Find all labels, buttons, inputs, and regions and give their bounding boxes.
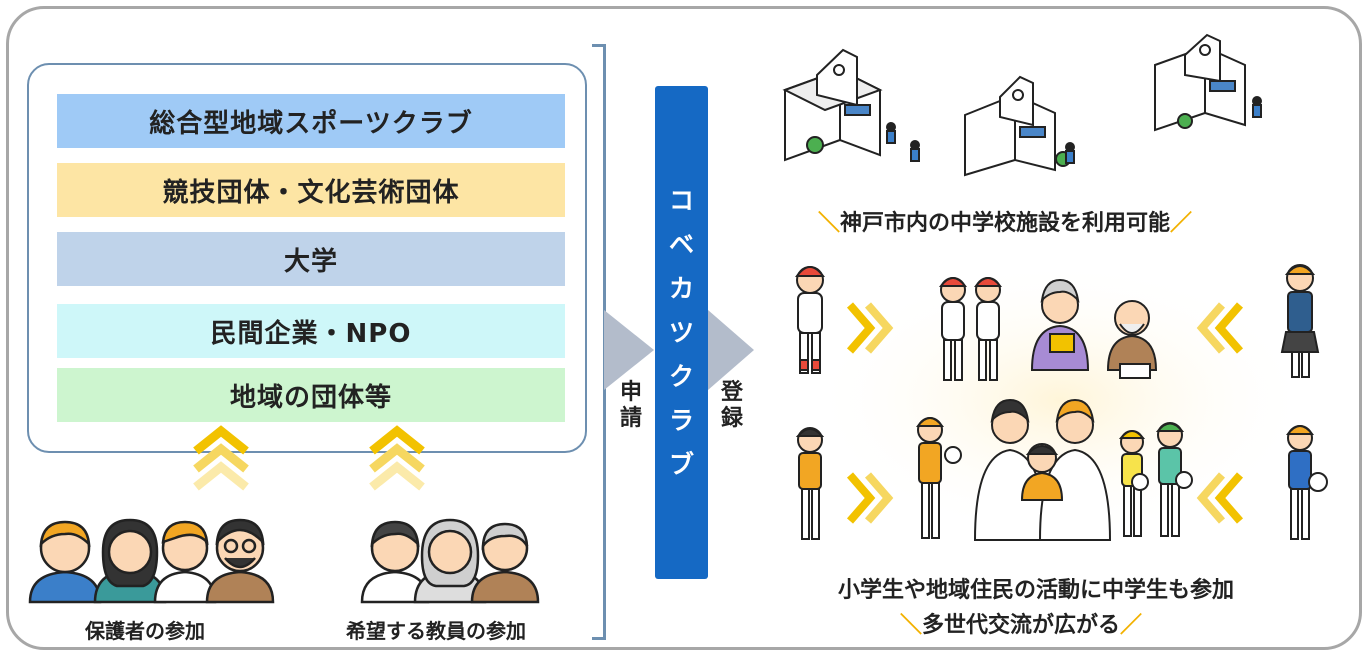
org-university: 大学 (57, 232, 565, 286)
chevron-up-icon-teachers (369, 425, 425, 491)
teachers-illustration (360, 518, 540, 604)
parents-participation-label: 保護者の参加 (85, 619, 205, 643)
accent-slash-icon: ＼ (900, 613, 923, 638)
community-caption-line2-text: 多世代交流が広がる (922, 613, 1121, 638)
register-label: 登 録 (712, 380, 752, 432)
accent-slash-icon: ／ (1170, 211, 1193, 236)
school-facilities-text: 神戸市内の中学校施設を利用可能 (840, 211, 1171, 236)
register-char: 登 (720, 380, 743, 405)
kobe-club-char: ツ (668, 317, 694, 347)
kobe-club-char: ベ (668, 229, 694, 259)
school-buildings-illustration (782, 33, 1262, 177)
kobe-katsu-club-bar: コ ベ カ ツ ク ラ ブ (655, 86, 708, 579)
apply-label: 申 請 (611, 380, 651, 432)
kobe-club-char: カ (668, 273, 694, 303)
apply-char: 申 (619, 380, 642, 405)
kobe-club-char: ク (668, 361, 694, 391)
community-caption-line1: 小学生や地域住民の活動に中学生も参加 (838, 578, 1235, 603)
kobe-club-char: コ (668, 185, 694, 215)
kobe-club-char: ラ (668, 405, 694, 435)
org-private-npo: 民間企業・NPO (57, 304, 565, 358)
teachers-participation-label: 希望する教員の参加 (346, 619, 526, 643)
chevron-up-icon-parents (193, 425, 249, 491)
accent-slash-icon: ＼ (818, 211, 841, 236)
community-caption-line2: ＼多世代交流が広がる／ (900, 607, 1142, 639)
arrow-right-icon-apply (604, 310, 654, 390)
school-facilities-caption: ＼神戸市内の中学校施設を利用可能／ (818, 205, 1192, 237)
register-char: 録 (720, 406, 743, 431)
apply-char: 請 (619, 406, 642, 431)
org-athletic-cultural: 競技団体・文化芸術団体 (57, 163, 565, 217)
arrow-right-icon-register (708, 310, 754, 390)
kobe-club-char: ブ (668, 449, 694, 479)
accent-slash-icon: ／ (1120, 613, 1143, 638)
org-sports-club: 総合型地域スポーツクラブ (57, 94, 565, 148)
outer-frame (6, 6, 1362, 650)
community-illustration (795, 260, 1328, 541)
org-local-groups: 地域の団体等 (57, 368, 565, 422)
parents-illustration (28, 518, 275, 604)
